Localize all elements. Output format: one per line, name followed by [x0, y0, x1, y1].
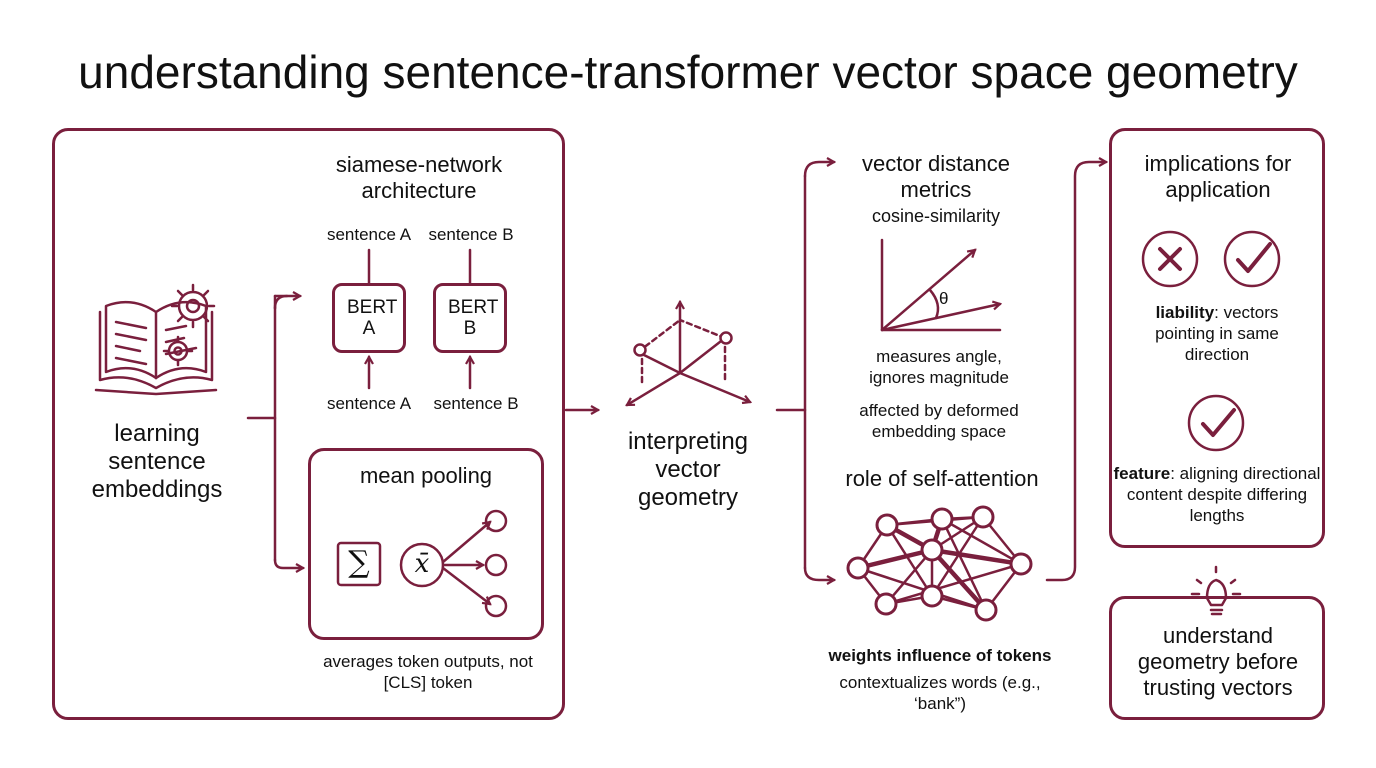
feature-text: feature: aligning directional content de… [1112, 463, 1322, 526]
liability-label: liability [1155, 303, 1215, 322]
metrics-title: vector distance metrics [862, 151, 1010, 202]
attention-graph-icon [845, 505, 1035, 623]
cosine-angle-icon [878, 236, 1004, 332]
theta-label: θ [939, 289, 949, 308]
attention-title: role of self-attention [845, 466, 1039, 491]
cross-icon [1142, 231, 1198, 287]
implications-panel [1109, 128, 1325, 548]
metrics-subtitle: cosine-similarity [871, 206, 1001, 226]
liability-text: liability: vectors pointing in same dire… [1138, 302, 1296, 365]
check-icon [1224, 231, 1280, 287]
page-title: understanding sentence-transformer vecto… [78, 46, 1298, 98]
learning-label: learning sentence embeddings [91, 420, 223, 503]
feature-desc: : aligning directional content despite d… [1126, 464, 1321, 525]
metrics-desc-deformed: affected by deformed embedding space [859, 401, 1019, 441]
mean-pooling-box [308, 448, 544, 640]
attention-desc: contextualizes words (e.g., ‘bank”) [839, 673, 1041, 713]
interpret-label: interpreting vector geometry [627, 428, 749, 511]
sentence-a-top: sentence A [326, 225, 412, 244]
3d-axes-icon [620, 300, 755, 410]
sentence-b-bottom: sentence B [433, 394, 519, 413]
takeaway-panel [1109, 596, 1325, 720]
implications-title: implications for application [1144, 151, 1292, 202]
check-icon [1188, 395, 1244, 451]
lightbulb-icon [1190, 563, 1242, 617]
sentence-b-top: sentence B [428, 225, 514, 244]
attention-bold-text: weights influence of tokens [828, 646, 1052, 665]
siamese-title: siamese-network architecture [335, 152, 503, 203]
metrics-desc-angle: measures angle, ignores magnitude [869, 347, 1009, 387]
pooling-title: mean pooling [359, 463, 493, 488]
bert-b-node: BERT B [433, 283, 507, 353]
pooling-caption: averages token outputs, not [CLS] token [323, 652, 533, 692]
liability-desc: : vectors pointing in same direction [1155, 303, 1279, 364]
sentence-a-bottom: sentence A [326, 394, 412, 413]
takeaway-text: understand geometry before trusting vect… [1137, 623, 1299, 700]
mean-symbol: x̄ [414, 549, 430, 579]
bert-a-node: BERT A [332, 283, 406, 353]
learning-panel [52, 128, 565, 720]
book-gears-icon [92, 280, 222, 395]
sum-symbol: ∑ [348, 545, 370, 580]
feature-label: feature [1113, 464, 1171, 483]
